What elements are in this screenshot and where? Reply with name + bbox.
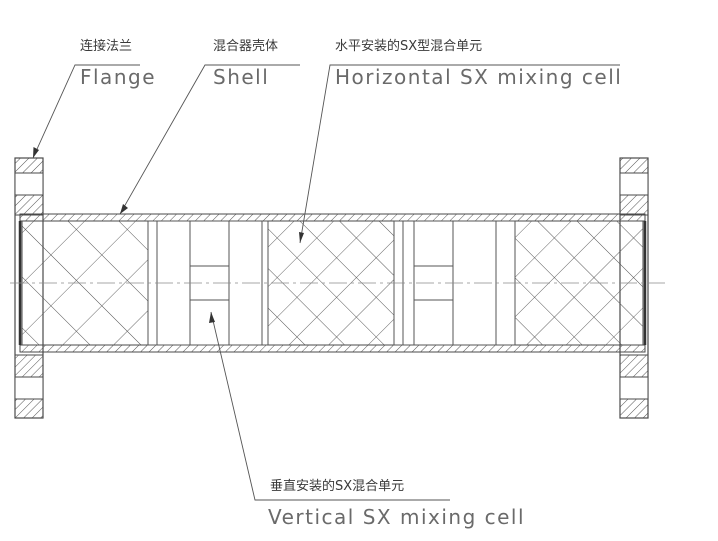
leader-lines <box>32 64 620 501</box>
horizontal-cell-label-en: Horizontal SX mixing cell <box>335 65 622 89</box>
right-flange <box>619 157 649 419</box>
flange-label-cn: 连接法兰 <box>80 38 132 54</box>
shell-label-cn: 混合器壳体 <box>213 39 278 54</box>
left-flange <box>14 157 44 419</box>
shell-label-en: Shell <box>213 65 269 89</box>
vertical-cell-label-en: Vertical SX mixing cell <box>268 505 525 529</box>
flange-label-en: Flange <box>80 65 156 89</box>
vertical-cell-label-cn: 垂直安装的SX混合单元 <box>270 478 404 494</box>
horizontal-cell-label-cn: 水平安装的SX型混合单元 <box>335 38 482 54</box>
leader-arrow-icon <box>33 147 304 323</box>
